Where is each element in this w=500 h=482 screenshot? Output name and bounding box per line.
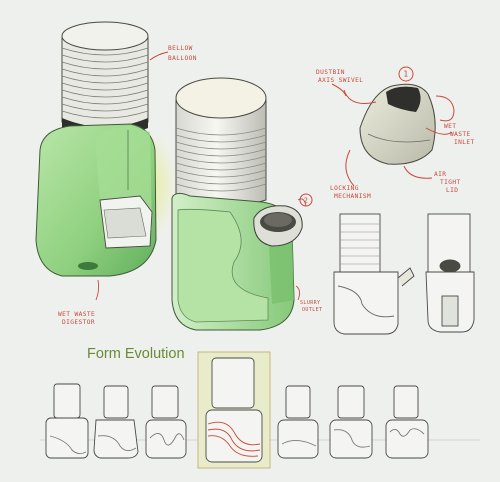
form-evolution-row: [40, 351, 480, 469]
label-wet-waste-digestor: WET WASTE DIGESTOR: [58, 311, 95, 326]
label-dustbin-swivel: DUSTBIN AXIS SWIVEL: [316, 69, 363, 84]
svg-text:INLET: INLET: [454, 139, 475, 146]
form-stage-4-selected: [197, 351, 271, 469]
form-stage-7: [385, 385, 429, 459]
left-composter-unit: [35, 21, 178, 277]
svg-text:BELLOW: BELLOW: [168, 45, 193, 52]
svg-text:LOCKING: LOCKING: [330, 185, 359, 192]
form-stage-2: [93, 385, 139, 459]
orthographic-views: [333, 213, 475, 335]
form-stage-5: [277, 385, 319, 459]
svg-text:OUTLET: OUTLET: [302, 307, 322, 313]
number-badge-1: 1: [398, 66, 414, 82]
center-composter-unit: [171, 77, 303, 331]
svg-text:AXIS SWIVEL: AXIS SWIVEL: [318, 77, 363, 84]
label-bellow-balloon: BELLOW BALLOON: [168, 45, 197, 62]
label-slurry-outlet: SLURRY OUTLET: [300, 300, 322, 313]
svg-text:AIR: AIR: [434, 171, 446, 178]
left-green-body: [35, 123, 157, 277]
form-evolution-title: Form Evolution: [87, 346, 185, 362]
svg-text:DUSTBIN: DUSTBIN: [316, 69, 345, 76]
svg-text:2: 2: [304, 197, 309, 205]
label-wet-waste-inlet: WET WASTE INLET: [444, 123, 475, 146]
svg-text:SLURRY: SLURRY: [300, 300, 320, 306]
svg-text:WASTE: WASTE: [450, 131, 471, 138]
svg-text:LID: LID: [446, 187, 458, 194]
form-stage-6: [329, 385, 373, 459]
svg-text:BALLOON: BALLOON: [168, 55, 197, 62]
svg-text:WET WASTE: WET WASTE: [58, 311, 95, 318]
svg-text:1: 1: [403, 70, 408, 79]
label-locking-mechanism: LOCKING MECHANISM: [330, 185, 371, 200]
bellow-drum: [61, 21, 149, 137]
svg-text:WET: WET: [444, 123, 456, 130]
form-stage-1: [45, 383, 89, 459]
svg-text:DIGESTOR: DIGESTOR: [62, 319, 95, 326]
center-inlet-cup: [253, 205, 303, 247]
dustbin-concept: [331, 83, 455, 187]
annotation-leaders: [95, 51, 307, 301]
number-badge-2: 2: [299, 193, 313, 207]
center-drum: [175, 77, 267, 208]
form-stage-3: [145, 385, 187, 459]
svg-text:TIGHT: TIGHT: [440, 179, 461, 186]
label-air-tight-lid: AIR TIGHT LID: [434, 171, 461, 194]
svg-text:MECHANISM: MECHANISM: [334, 193, 371, 200]
